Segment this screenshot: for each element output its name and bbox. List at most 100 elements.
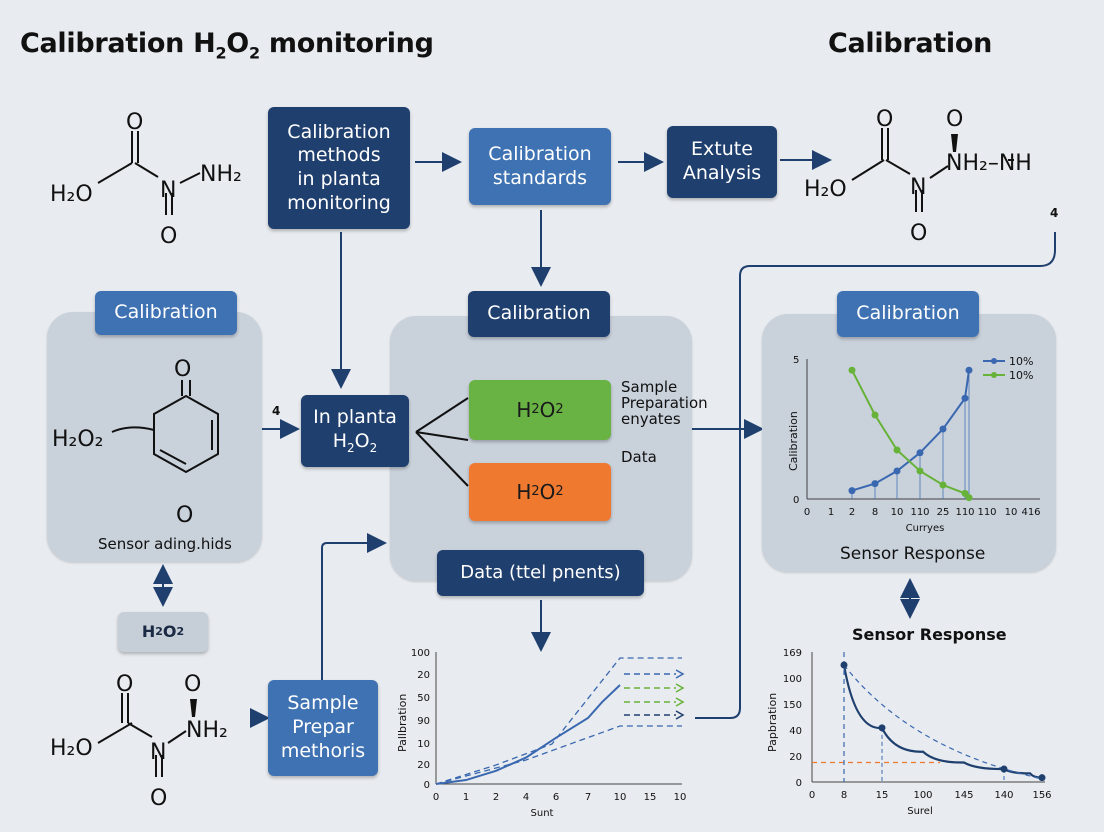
chart1-xtick: 416 <box>1021 507 1040 518</box>
chart2-ytick: 100 <box>411 648 430 659</box>
extute-analysis-box[interactable]: Extute Analysis <box>667 126 777 198</box>
chart1-series-line <box>851 370 970 492</box>
chart1-legend-dot <box>991 372 997 378</box>
o-text: O <box>126 110 143 135</box>
branch-line-bottom <box>415 431 469 487</box>
nh2-bottom-text: NH₂ <box>186 718 228 743</box>
calibration-methods-box[interactable]: Calibration methods in planta monitoring <box>268 107 410 229</box>
chart2-xtick: 4 <box>523 792 529 803</box>
molecule-bottom-left: H₂O O N O NH₂ O <box>50 672 228 811</box>
n-right-text: N <box>910 175 926 200</box>
chart2-arrowhead <box>675 710 685 720</box>
chart3-xtick: 8 <box>841 790 847 801</box>
chart3-ylabel: Papbration <box>766 693 779 752</box>
chart1-ylabel: Calibration <box>787 411 800 471</box>
standards-line-1: Calibration <box>488 142 592 165</box>
chart2-ytick: 10 <box>417 739 430 750</box>
molecule-top-right: H₂O O N O NH₂–NH O <box>804 107 1032 246</box>
data-ttel-pnents-box[interactable]: Data (ttel pnents) <box>437 550 644 596</box>
h2o-right-text: H₂O <box>804 177 847 202</box>
right-panel <box>762 314 1056 572</box>
o-bottom-right-text: O <box>910 221 927 246</box>
sample-line-3: methoris <box>280 739 366 762</box>
chart3-point <box>1000 765 1008 773</box>
nh2-text: NH₂ <box>200 162 242 187</box>
methods-line-3: in planta <box>297 168 381 190</box>
chart2-ytick: 20 <box>417 760 430 771</box>
right-title: Calibration <box>828 28 993 59</box>
chart3-xtick: 0 <box>809 790 815 801</box>
chart2-envelope-bottom <box>435 725 682 785</box>
h2o-bottom-text: H₂O <box>50 736 93 761</box>
main-title: Calibration H2O2 monitoring <box>20 28 434 63</box>
chart3-ytick: 20 <box>789 752 802 763</box>
ring-h2o2-text: H₂O₂ <box>52 427 104 452</box>
n-text: N <box>160 178 176 203</box>
chart3-point <box>1038 774 1046 782</box>
chart2-arrowhead <box>675 697 685 707</box>
chart3-xtick: 15 <box>876 790 889 801</box>
chart1-xtick: 25 <box>937 507 950 518</box>
h2o-text: H₂O <box>50 182 93 207</box>
sample-prepar-box[interactable]: Sample Prepar methoris <box>268 680 378 776</box>
chart1-xtick: 110 <box>977 507 996 518</box>
chart1-point <box>871 411 879 419</box>
chart2-xtick: 10 <box>614 792 627 803</box>
chart1-point <box>916 467 924 475</box>
chart1-xlabel: Curryes <box>906 523 945 534</box>
chart2-xtick: 0 <box>433 792 439 803</box>
branch-line-mid <box>415 431 469 441</box>
methods-line-2: methods <box>297 144 381 167</box>
chart1-xtick: 10 <box>891 507 904 518</box>
sample-line-1: Sample <box>287 692 359 715</box>
chart2-ytick: 50 <box>417 693 430 704</box>
nh2-nh-text: NH₂–NH <box>946 151 1032 176</box>
data-label: Data <box>621 448 657 466</box>
sensor-response-panel-label: Sensor Response <box>840 544 986 564</box>
sensor-response-title: Sensor Response <box>852 625 1007 644</box>
chart3-point <box>878 724 886 732</box>
chart2-ytick: 0 <box>424 780 430 791</box>
connector-arrows <box>153 150 1056 728</box>
chart3-dashed-curve <box>843 664 1043 780</box>
in-planta-label: In planta <box>313 406 397 429</box>
chart1-ytick: 5 <box>793 355 799 366</box>
connector-long-loop <box>695 232 1056 719</box>
branch-line-top <box>415 397 469 433</box>
standards-line-2: standards <box>492 166 588 189</box>
calibration-left-header[interactable]: Calibration <box>95 291 237 335</box>
chart3-ytick: 40 <box>789 726 802 737</box>
number-4-right: 4 <box>1050 206 1059 220</box>
calibration-center-header[interactable]: Calibration <box>468 291 610 337</box>
chart1-legend-label: 10% <box>1009 369 1033 382</box>
chart1-series-line <box>851 369 970 499</box>
chart1-xtick: 110 <box>955 507 974 518</box>
o-wedge-bottom-text: O <box>184 672 201 697</box>
chart3-xlabel: Surel <box>907 806 933 817</box>
chart1-xtick: 10 <box>1005 507 1018 518</box>
methods-line-4: monitoring <box>287 191 391 214</box>
sample-line-2: Prepar <box>292 716 354 739</box>
chart3-xtick: 145 <box>954 790 973 801</box>
chart1-point <box>848 366 856 374</box>
chart2-xtick: 7 <box>585 792 591 803</box>
chart3-ytick: 0 <box>796 778 802 789</box>
calibration-standards-box[interactable]: Calibration standards <box>469 128 611 205</box>
o-bottom-mol-text: O <box>116 672 133 697</box>
in-planta-h2o2-box[interactable]: In planta H2O2 <box>301 395 409 467</box>
chart2-xlabel: Sunt <box>531 808 554 819</box>
calibration-right-header[interactable]: Calibration <box>837 291 979 337</box>
extute-line-2: Analysis <box>682 162 762 184</box>
chart1-point <box>916 449 924 457</box>
chart3-xtick: 140 <box>994 790 1013 801</box>
chart3-ytick: 169 <box>783 648 802 659</box>
sensor-adding-label: Sensor ading.hids <box>98 535 232 553</box>
chart3-point <box>840 661 848 669</box>
